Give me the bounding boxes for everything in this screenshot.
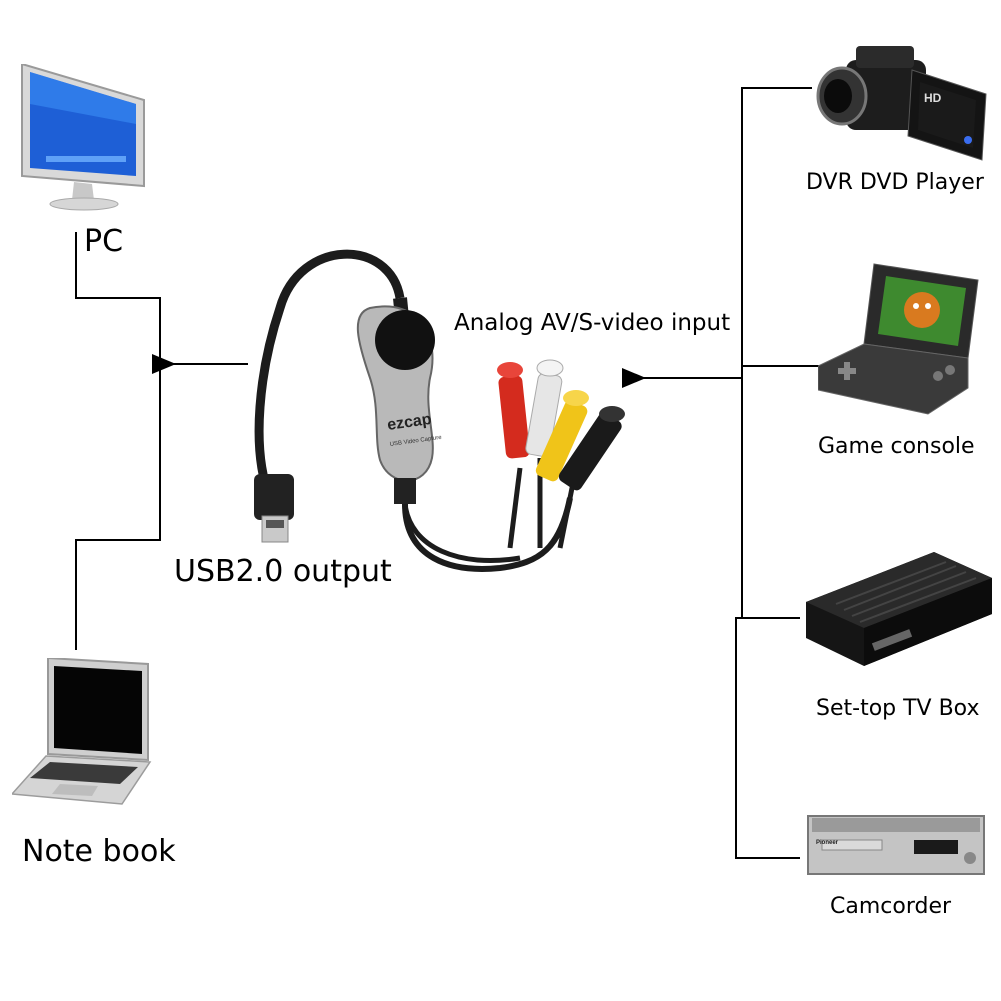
svideo-black-plug bbox=[558, 406, 625, 491]
game-console-icon bbox=[818, 258, 982, 418]
settop-label: Set-top TV Box bbox=[816, 696, 980, 721]
pioneer-logo: Pioneer bbox=[816, 840, 839, 846]
rca-white-plug bbox=[525, 359, 564, 457]
rca-yellow-plug bbox=[535, 390, 589, 482]
source-connector-line bbox=[741, 87, 812, 618]
analog-input-label: Analog AV/S-video input bbox=[454, 310, 731, 336]
camcorder-label: Camcorder bbox=[830, 894, 952, 919]
game-console-label: Game console bbox=[818, 434, 975, 459]
settop-box-icon bbox=[806, 552, 992, 686]
camcorder-icon: HD bbox=[816, 40, 992, 170]
dvd-player-icon: Pioneer bbox=[806, 812, 986, 880]
rca-red-plug bbox=[497, 362, 530, 459]
settop-branch bbox=[735, 617, 800, 859]
brand-text: ezcap bbox=[386, 411, 433, 434]
usb-capture-device: ezcap USB Video Capture bbox=[240, 248, 640, 588]
pc-connector-line bbox=[75, 232, 161, 650]
pc-label: PC bbox=[84, 224, 124, 259]
usb-plug-icon bbox=[254, 474, 294, 543]
capture-dongle bbox=[356, 305, 435, 504]
usb-output-label: USB2.0 output bbox=[174, 554, 392, 589]
notebook-icon bbox=[12, 658, 156, 808]
notebook-label: Note book bbox=[22, 834, 176, 869]
hd-badge: HD bbox=[924, 91, 942, 105]
pc-monitor-icon bbox=[16, 64, 150, 214]
dvr-label: DVR DVD Player bbox=[806, 170, 984, 195]
